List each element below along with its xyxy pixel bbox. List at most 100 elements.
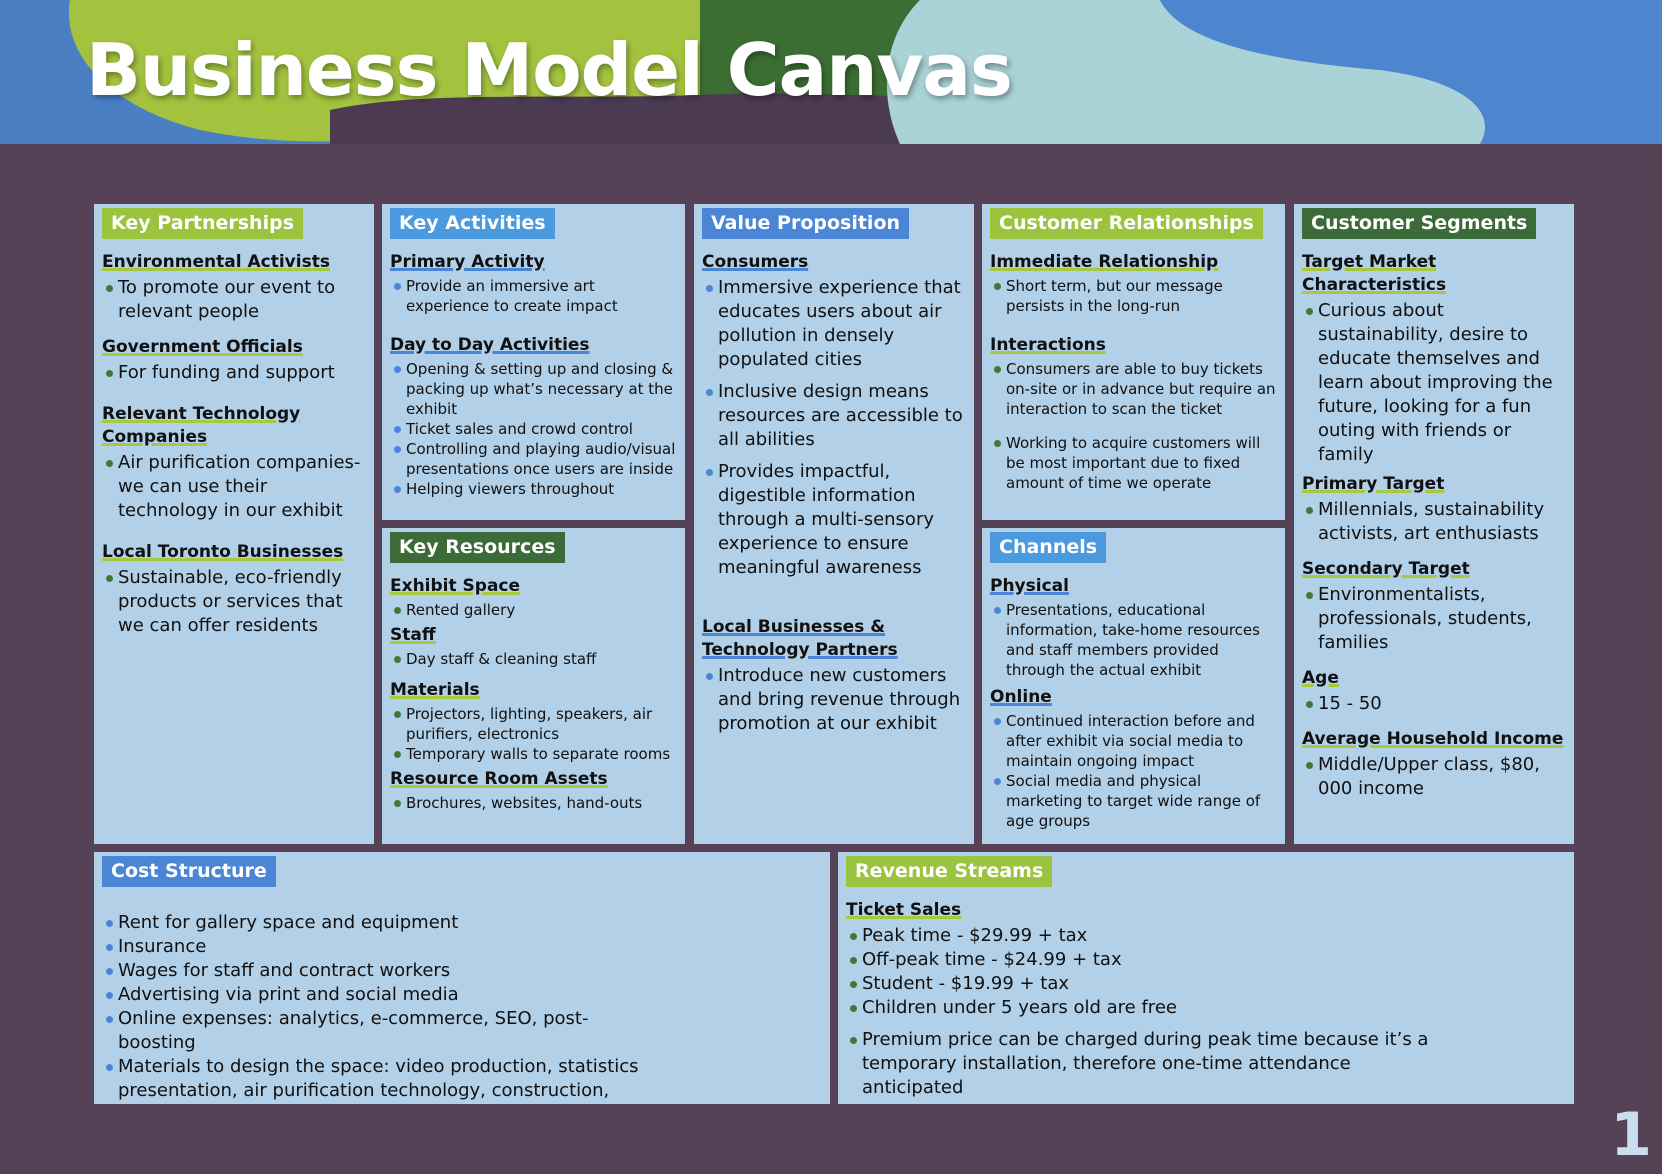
section-heading: Government Officials [102, 337, 303, 357]
list-item: Online expenses: analytics, e-commerce, … [102, 1007, 642, 1055]
section-heading: Day to Day Activities [390, 335, 590, 355]
bullet-list: Rented gallery [390, 600, 677, 620]
list-item: Inclusive design means resources are acc… [702, 380, 966, 452]
bullet-list: Opening & setting up and closing & packi… [390, 359, 677, 499]
list-item: Curious about sustainability, desire to … [1302, 299, 1566, 467]
revenue-streams-title: Revenue Streams [846, 856, 1053, 887]
bullet-list: Peak time - $29.99 + tax Off-peak time -… [846, 924, 1446, 1100]
bullet-list: 15 - 50 [1302, 692, 1566, 716]
list-item: Social media and physical marketing to t… [990, 771, 1277, 831]
key-partnerships-panel: Key Partnerships Environmental Activists… [94, 204, 374, 844]
section-heading: Average Household Income [1302, 729, 1564, 749]
key-partnerships-title: Key Partnerships [102, 208, 304, 239]
list-item: Wages for staff and contract workers [102, 959, 642, 983]
section-heading: Online [990, 687, 1052, 707]
key-activities-panel: Key Activities Primary Activity Provide … [382, 204, 685, 520]
bullet-list: Curious about sustainability, desire to … [1302, 299, 1566, 467]
section-heading: Local Toronto Businesses [102, 542, 344, 562]
section-heading: Exhibit Space [390, 576, 521, 596]
bullet-list: Consumers are able to buy tickets on-sit… [990, 359, 1277, 493]
page-number: 1 [1610, 1100, 1652, 1170]
list-item: Helping viewers throughout [390, 479, 677, 499]
section-heading: Secondary Target [1302, 559, 1470, 579]
section-heading: Consumers [702, 252, 809, 272]
section-heading: Target Market Characteristics [1302, 252, 1447, 295]
customer-relationships-panel: Customer Relationships Immediate Relatio… [982, 204, 1285, 520]
list-item: Opening & setting up and closing & packi… [390, 359, 677, 419]
list-item: Projectors, lighting, speakers, air puri… [390, 704, 677, 744]
bullet-list: Day staff & cleaning staff [390, 649, 677, 669]
bullet-list: Brochures, websites, hand-outs [390, 793, 677, 813]
list-item: To promote our event to relevant people [102, 276, 366, 324]
section-heading: Relevant Technology Companies [102, 404, 301, 447]
bullet-list: Air purification companies- we can use t… [102, 451, 366, 523]
section-heading: Environmental Activists [102, 252, 330, 272]
bullet-list: Millennials, sustainability activists, a… [1302, 498, 1566, 546]
list-item: Brochures, websites, hand-outs [390, 793, 677, 813]
list-item: Advertising via print and social media [102, 983, 642, 1007]
revenue-streams-panel: Revenue Streams Ticket Sales Peak time -… [838, 852, 1574, 1104]
banner-background-art [0, 0, 1662, 144]
key-resources-panel: Key Resources Exhibit Space Rented galle… [382, 528, 685, 844]
bullet-list: Provide an immersive art experience to c… [390, 276, 677, 316]
key-resources-title: Key Resources [390, 532, 565, 563]
header-banner: Business Model Canvas [0, 0, 1662, 144]
bullet-list: Continued interaction before and after e… [990, 711, 1277, 831]
section-heading: Age [1302, 668, 1339, 688]
customer-relationships-title: Customer Relationships [990, 208, 1263, 239]
value-proposition-title: Value Proposition [702, 208, 910, 239]
bullet-list: Rent for gallery space and equipment Ins… [102, 911, 642, 1104]
list-item: Temporary walls to separate rooms [390, 744, 677, 764]
list-item: Rent for gallery space and equipment [102, 911, 642, 935]
section-heading: Materials [390, 680, 480, 700]
section-heading: Resource Room Assets [390, 769, 608, 789]
list-item: Off-peak time - $24.99 + tax [846, 948, 1446, 972]
list-item: Insurance [102, 935, 642, 959]
customer-segments-panel: Customer Segments Target Market Characte… [1294, 204, 1574, 844]
channels-panel: Channels Physical Presentations, educati… [982, 528, 1285, 844]
list-item: Sustainable, eco-friendly products or se… [102, 566, 366, 638]
list-item: Introduce new customers and bring revenu… [702, 664, 966, 736]
cost-structure-panel: Cost Structure Rent for gallery space an… [94, 852, 830, 1104]
bullet-list: Middle/Upper class, $80, 000 income [1302, 753, 1566, 801]
key-activities-title: Key Activities [390, 208, 555, 239]
list-item: Middle/Upper class, $80, 000 income [1302, 753, 1566, 801]
list-item: Air purification companies- we can use t… [102, 451, 366, 523]
list-item: Immersive experience that educates users… [702, 276, 966, 372]
list-item: Premium price can be charged during peak… [846, 1028, 1446, 1100]
list-item: Short term, but our message persists in … [990, 276, 1277, 316]
section-heading: Local Businesses & Technology Partners [702, 617, 898, 660]
bullet-list: Immersive experience that educates users… [702, 276, 966, 580]
value-proposition-panel: Value Proposition Consumers Immersive ex… [694, 204, 974, 844]
section-heading: Ticket Sales [846, 900, 962, 920]
list-item: Environmentalists, professionals, studen… [1302, 583, 1566, 655]
cost-structure-title: Cost Structure [102, 856, 276, 887]
section-heading: Staff [390, 625, 436, 645]
section-heading: Primary Target [1302, 474, 1445, 494]
list-item: Consumers are able to buy tickets on-sit… [990, 359, 1277, 419]
bullet-list: Introduce new customers and bring revenu… [702, 664, 966, 736]
bullet-list: Presentations, educational information, … [990, 600, 1277, 680]
page-title: Business Model Canvas [86, 28, 1013, 112]
list-item: Peak time - $29.99 + tax [846, 924, 1446, 948]
section-heading: Primary Activity [390, 252, 545, 272]
bullet-list: To promote our event to relevant people [102, 276, 366, 324]
bullet-list: Short term, but our message persists in … [990, 276, 1277, 316]
list-item: Provide an immersive art experience to c… [390, 276, 677, 316]
customer-segments-title: Customer Segments [1302, 208, 1537, 239]
channels-title: Channels [990, 532, 1107, 563]
bullet-list: For funding and support [102, 361, 366, 385]
list-item: Controlling and playing audio/visual pre… [390, 439, 677, 479]
list-item: Millennials, sustainability activists, a… [1302, 498, 1566, 546]
list-item: Continued interaction before and after e… [990, 711, 1277, 771]
section-heading: Immediate Relationship [990, 252, 1219, 272]
list-item: For funding and support [102, 361, 366, 385]
list-item: Children under 5 years old are free [846, 996, 1446, 1020]
bullet-list: Projectors, lighting, speakers, air puri… [390, 704, 677, 764]
list-item: Rented gallery [390, 600, 677, 620]
bullet-list: Environmentalists, professionals, studen… [1302, 583, 1566, 655]
list-item: Working to acquire customers will be mos… [990, 433, 1277, 493]
list-item: Day staff & cleaning staff [390, 649, 677, 669]
list-item: 15 - 50 [1302, 692, 1566, 716]
section-heading: Interactions [990, 335, 1106, 355]
